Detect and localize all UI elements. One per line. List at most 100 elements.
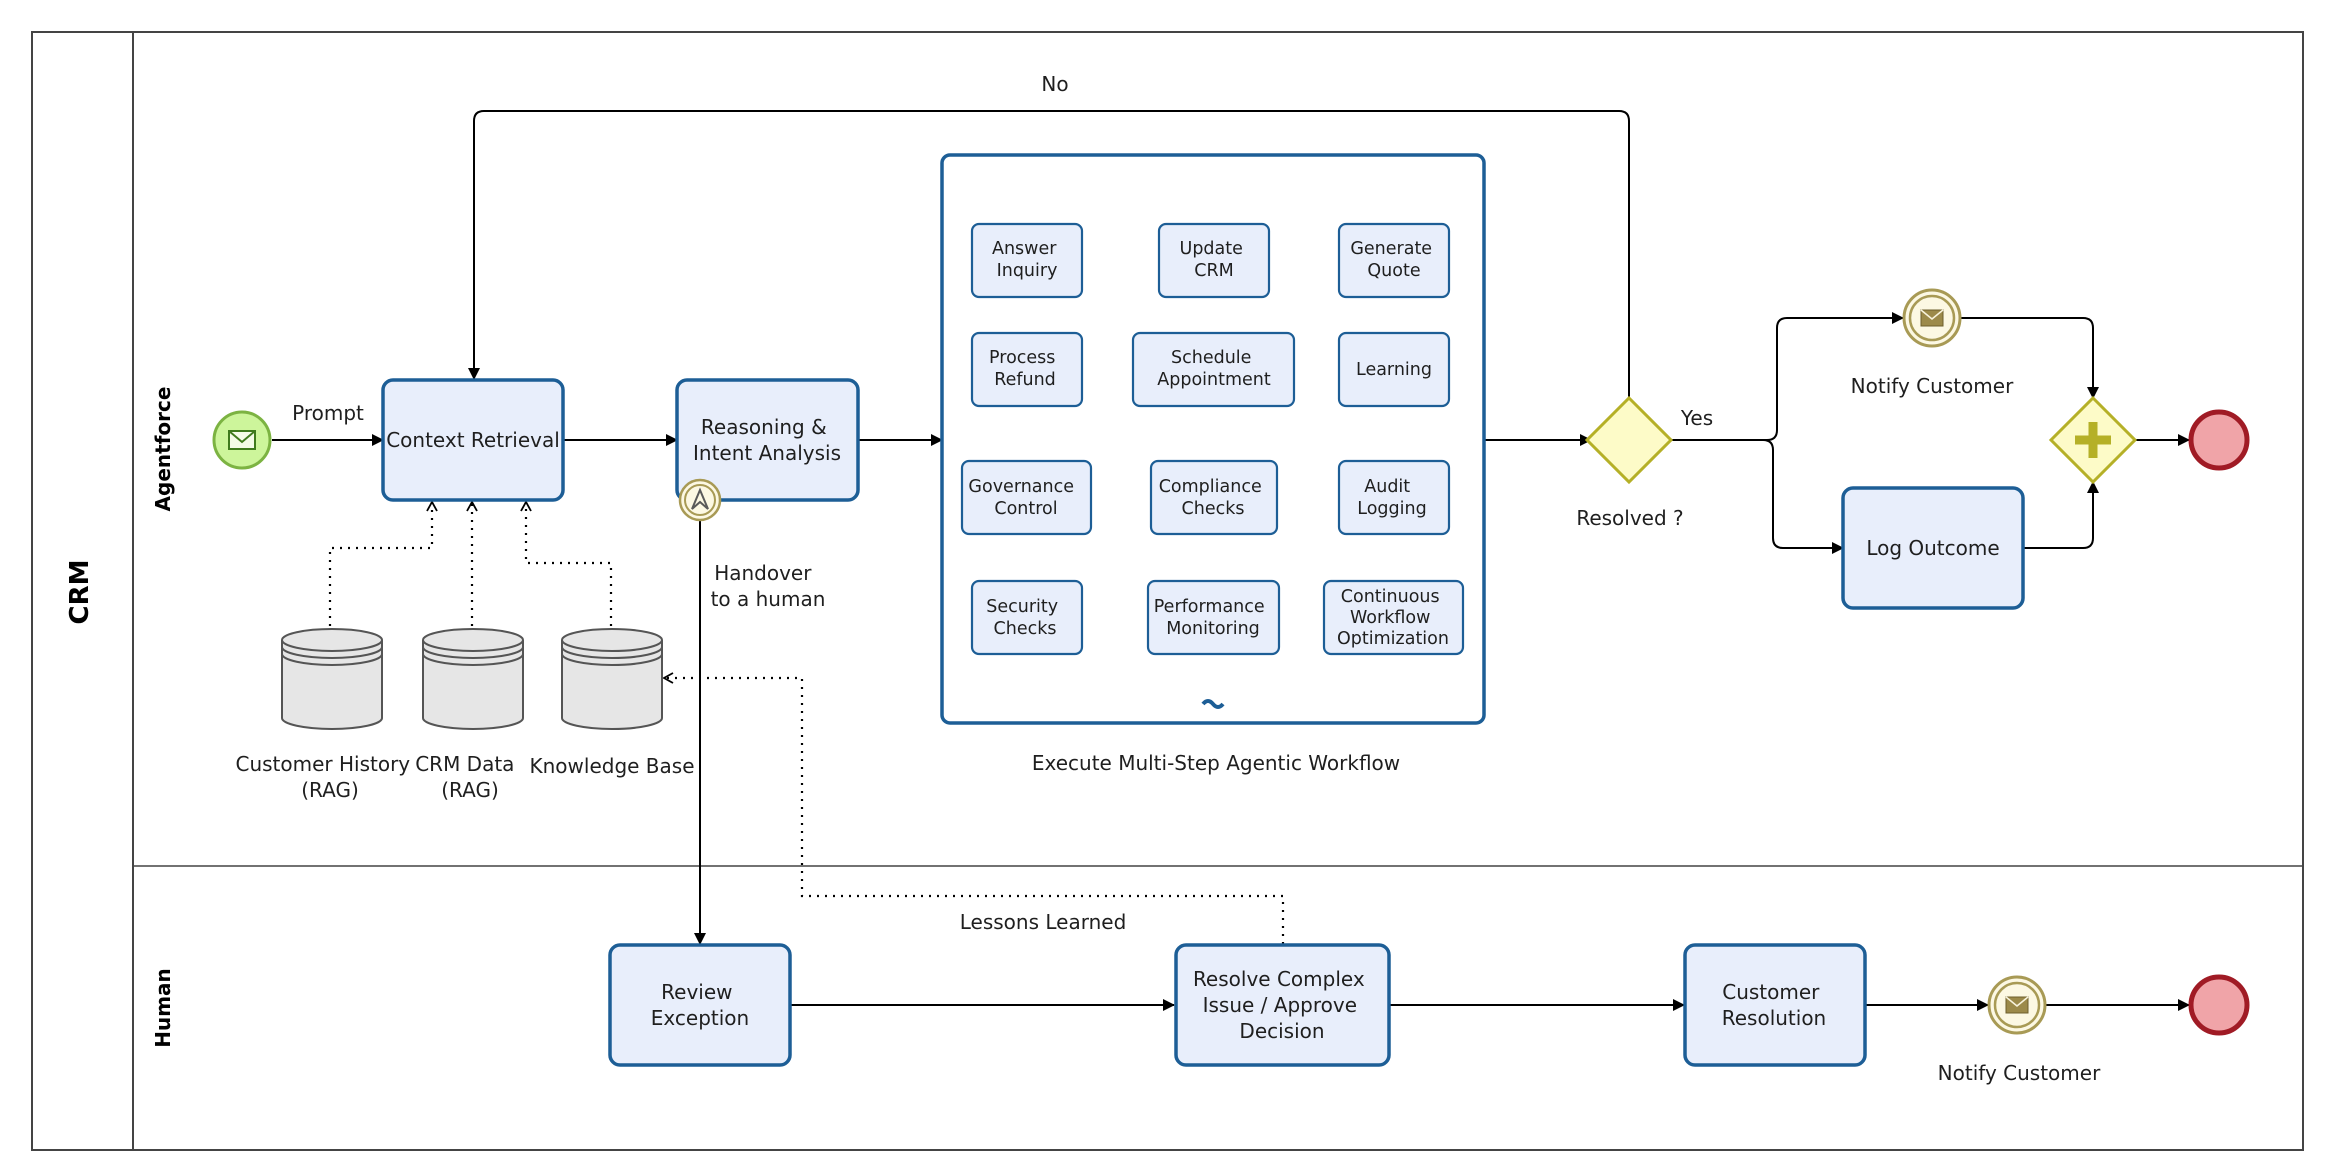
cylinder-rings bbox=[422, 646, 524, 666]
plus-icon bbox=[2075, 422, 2111, 458]
sub-task-governance-control[interactable]: Governance Control bbox=[960, 459, 1093, 536]
flow-yes-to-log bbox=[1671, 439, 1844, 554]
sub-task-label: Process Refund bbox=[989, 348, 1061, 390]
assoc-lessons-learned bbox=[662, 672, 1285, 944]
handover-label-line: to a human bbox=[711, 587, 826, 611]
sub-task-label-line: Workflow bbox=[1350, 608, 1430, 628]
assoc-kb-to-context bbox=[520, 500, 613, 626]
sub-task-box bbox=[960, 459, 1093, 536]
sub-task-audit-logging[interactable]: Audit Logging bbox=[1337, 459, 1451, 536]
cylinder-rings bbox=[281, 646, 383, 666]
sub-task-label-line: Continuous bbox=[1341, 587, 1440, 607]
sub-task-security-checks[interactable]: Security Checks bbox=[970, 579, 1084, 656]
sub-task-answer-inquiry[interactable]: Answer Inquiry bbox=[970, 222, 1084, 299]
notify-customer-event-bottom[interactable] bbox=[1987, 975, 2047, 1035]
event-inner-circle bbox=[1993, 981, 2041, 1029]
gateway-label: Resolved ? bbox=[1576, 506, 1683, 530]
flow-label-yes: Yes bbox=[1680, 406, 1713, 430]
sub-task-label-line: Governance bbox=[968, 477, 1074, 497]
pool-title: CRM bbox=[65, 560, 95, 625]
sub-task-label: Generate Quote bbox=[1350, 239, 1437, 281]
sub-task-update-crm[interactable]: Update CRM bbox=[1157, 222, 1271, 299]
sub-task-label-line: Schedule bbox=[1171, 348, 1251, 368]
data-store-label-crm-data: CRM Data (RAG) bbox=[415, 752, 521, 802]
sub-task-label-line: Process bbox=[989, 348, 1055, 368]
sub-task-compliance-checks[interactable]: Compliance Checks bbox=[1149, 459, 1279, 536]
sub-task-box bbox=[970, 579, 1084, 656]
cylinder-body bbox=[281, 640, 383, 730]
end-event-top[interactable] bbox=[2188, 409, 2250, 471]
boundary-inner-circle bbox=[684, 484, 716, 516]
data-store-label-line: CRM Data bbox=[415, 752, 514, 776]
associations bbox=[328, 500, 1285, 944]
task-review-exception[interactable]: Review Exception bbox=[608, 943, 792, 1067]
envelope-icon bbox=[228, 430, 256, 450]
sub-task-box bbox=[1337, 331, 1451, 408]
sub-task-label-line: Logging bbox=[1357, 499, 1426, 519]
task-box bbox=[381, 378, 565, 502]
sub-task-label: Update CRM bbox=[1180, 239, 1249, 281]
task-box bbox=[1174, 943, 1391, 1067]
task-label-line: Resolve Complex bbox=[1193, 967, 1365, 991]
sub-task-box bbox=[1146, 579, 1281, 656]
gateway-resolved[interactable] bbox=[1584, 395, 1674, 485]
cylinder-body bbox=[422, 640, 524, 730]
end-circle bbox=[2188, 974, 2250, 1036]
handover-label-line: Handover bbox=[714, 561, 812, 585]
task-label: Review Exception bbox=[651, 980, 749, 1030]
task-label-line: Exception bbox=[651, 1006, 749, 1030]
sub-task-label: Learning bbox=[1356, 360, 1432, 380]
sub-task-process-refund[interactable]: Process Refund bbox=[970, 331, 1084, 408]
sub-task-box bbox=[1157, 222, 1271, 299]
sub-task-box bbox=[1149, 459, 1279, 536]
task-label: Reasoning & Intent Analysis bbox=[693, 415, 841, 465]
cylinder-top bbox=[422, 628, 524, 652]
sub-task-label-line: Checks bbox=[1182, 499, 1245, 519]
task-label: Context Retrieval bbox=[386, 428, 560, 452]
task-box bbox=[1841, 486, 2025, 610]
start-event[interactable] bbox=[212, 410, 272, 470]
task-label-line: Customer bbox=[1722, 980, 1820, 1004]
sub-task-continuous-workflow-optimization[interactable]: Continuous Workflow Optimization bbox=[1322, 579, 1465, 656]
sub-task-generate-quote[interactable]: Generate Quote bbox=[1337, 222, 1451, 299]
notify-customer-event-top[interactable] bbox=[1902, 288, 1962, 348]
sub-task-label-line: Generate bbox=[1350, 239, 1432, 259]
parallel-gateway-join[interactable] bbox=[2048, 395, 2138, 485]
task-log-outcome[interactable]: Log Outcome bbox=[1841, 486, 2025, 610]
task-label-line: Context Retrieval bbox=[386, 428, 560, 452]
lane-title-human: Human bbox=[151, 968, 175, 1048]
end-circle bbox=[2188, 409, 2250, 471]
task-reasoning-intent-analysis[interactable]: Reasoning & Intent Analysis bbox=[675, 378, 860, 502]
handover-label: Handover to a human bbox=[711, 561, 826, 611]
sub-task-label: Continuous Workflow Optimization bbox=[1337, 587, 1449, 649]
sub-task-schedule-appointment[interactable]: Schedule Appointment bbox=[1131, 331, 1296, 408]
notify-customer-label-bottom: Notify Customer bbox=[1938, 1061, 2101, 1085]
sub-task-label: Answer Inquiry bbox=[992, 239, 1062, 281]
sub-task-label: Performance Monitoring bbox=[1154, 597, 1270, 639]
flow-notify-to-join bbox=[1960, 317, 2099, 399]
data-store-label-line: (RAG) bbox=[301, 778, 359, 802]
sub-task-label: Security Checks bbox=[986, 597, 1063, 639]
subprocess-label: Execute Multi-Step Agentic Workflow bbox=[1032, 751, 1400, 775]
sub-task-label-line: Answer bbox=[992, 239, 1057, 259]
loop-marker-icon bbox=[1201, 699, 1225, 709]
data-store-crm-data[interactable] bbox=[422, 628, 524, 730]
escalation-boundary-event[interactable] bbox=[678, 478, 722, 522]
data-store-customer-history[interactable] bbox=[281, 628, 383, 730]
task-label-line: Intent Analysis bbox=[693, 441, 841, 465]
sub-task-box bbox=[970, 222, 1084, 299]
data-store-knowledge-base[interactable] bbox=[561, 628, 663, 730]
flow-label-no: No bbox=[1041, 72, 1068, 96]
sub-task-label-line: Update bbox=[1180, 239, 1243, 259]
cylinder-top bbox=[281, 628, 383, 652]
task-resolve-complex-issue[interactable]: Resolve Complex Issue / Approve Decision bbox=[1174, 943, 1391, 1067]
pool-border bbox=[31, 31, 2304, 1151]
subprocess-items: Answer Inquiry Update CRM Generate Quote… bbox=[960, 222, 1465, 656]
sub-task-performance-monitoring[interactable]: Performance Monitoring bbox=[1146, 579, 1281, 656]
task-context-retrieval[interactable]: Context Retrieval bbox=[381, 378, 565, 502]
sub-task-label-line: Audit bbox=[1364, 477, 1410, 497]
end-event-bottom[interactable] bbox=[2188, 974, 2250, 1036]
task-label: Resolve Complex Issue / Approve Decision bbox=[1193, 967, 1371, 1043]
task-customer-resolution[interactable]: Customer Resolution bbox=[1683, 943, 1867, 1067]
sub-task-learning[interactable]: Learning bbox=[1337, 331, 1451, 408]
